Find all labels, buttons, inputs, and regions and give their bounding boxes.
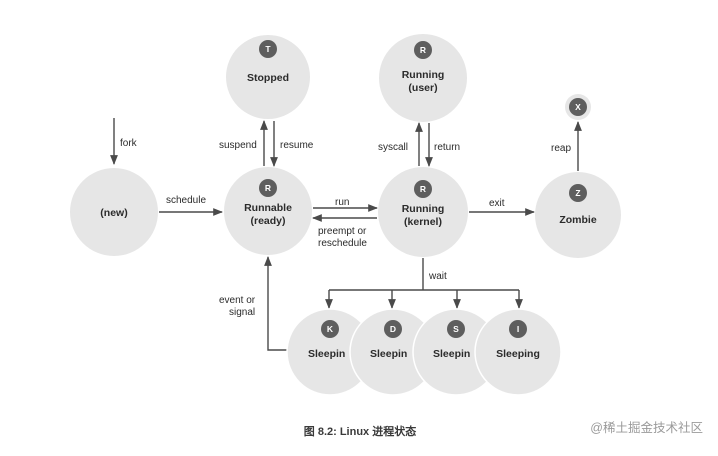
node-new: (new): [70, 168, 158, 256]
badge-sleeping-k: [321, 320, 339, 338]
badge-sleeping-s: [447, 320, 465, 338]
node-running-user-circle: [379, 34, 467, 122]
edge-label-reschedule: reschedule: [318, 238, 367, 249]
node-running-kernel-label-1: Running: [402, 203, 445, 215]
edge-label-wait: wait: [428, 271, 447, 282]
edge-label-schedule: schedule: [166, 195, 206, 206]
watermark: @稀土掘金技术社区: [590, 420, 703, 435]
badge-exit-x: [569, 98, 587, 116]
node-running-kernel-circle: [378, 167, 468, 257]
edge-label-return: return: [434, 142, 460, 153]
node-stopped: T Stopped: [226, 35, 310, 119]
badge-sleeping-d-letter: D: [390, 324, 396, 334]
badge-sleeping-d: [384, 320, 402, 338]
badge-running-kernel-letter: R: [420, 184, 426, 194]
badge-stopped: [259, 40, 277, 58]
badge-runnable: [259, 179, 277, 197]
node-sleeping-s-label: Sleepin: [433, 348, 470, 360]
badge-zombie: [569, 184, 587, 202]
badge-running-user: [414, 41, 432, 59]
edge-label-signal: signal: [229, 307, 255, 318]
badge-running-user-letter: R: [420, 45, 426, 55]
edge-label-resume: resume: [280, 140, 314, 151]
node-running-user-label-2: (user): [408, 82, 437, 94]
node-sleeping-k-label: Sleepin: [308, 348, 345, 360]
edge-label-suspend: suspend: [219, 140, 257, 151]
badge-running-kernel: [414, 180, 432, 198]
edge-label-preempt: preempt or: [318, 226, 367, 237]
node-sleeping-d-label: Sleepin: [370, 348, 407, 360]
node-sleeping-i-circle: [474, 308, 562, 396]
node-running-kernel-label-2: (kernel): [404, 216, 442, 228]
node-running-user-label-1: Running: [402, 69, 445, 81]
node-exit-x: X: [565, 94, 591, 120]
node-sleeping-i: I Sleeping: [474, 308, 562, 396]
node-sleeping-i-label: Sleeping: [496, 348, 540, 360]
node-sleeping-s: S Sleepin: [412, 308, 500, 396]
node-running-user: R Running (user): [379, 34, 467, 122]
node-stopped-label: Stopped: [247, 72, 289, 84]
badge-sleeping-i-letter: I: [517, 324, 519, 334]
node-new-circle: [70, 168, 158, 256]
badge-stopped-letter: T: [265, 44, 271, 54]
badge-sleeping-k-letter: K: [327, 324, 334, 334]
edge-label-event: event or: [219, 295, 256, 306]
node-runnable-circle: [224, 167, 312, 255]
node-runnable-label-1: Runnable: [244, 202, 292, 214]
edge-label-fork: fork: [120, 138, 138, 149]
node-runnable-label-2: (ready): [250, 215, 285, 227]
edge-label-reap: reap: [551, 143, 571, 154]
badge-sleeping-s-letter: S: [453, 324, 459, 334]
node-runnable: R Runnable (ready): [224, 167, 312, 255]
edge-label-run: run: [335, 197, 349, 208]
node-zombie: Z Zombie: [535, 172, 621, 258]
badge-exit-x-letter: X: [575, 102, 581, 112]
node-running-kernel: R Running (kernel): [378, 167, 468, 257]
figure-caption: 图 8.2: Linux 进程状态: [304, 424, 416, 438]
badge-runnable-letter: R: [265, 183, 271, 193]
badge-zombie-letter: Z: [575, 188, 580, 198]
node-new-label: (new): [100, 207, 127, 219]
badge-sleeping-i: [509, 320, 527, 338]
node-zombie-label: Zombie: [559, 214, 596, 226]
edge-label-syscall: syscall: [378, 142, 408, 153]
node-zombie-circle: [535, 172, 621, 258]
node-stopped-circle: [226, 35, 310, 119]
edge-label-exit: exit: [489, 198, 505, 209]
